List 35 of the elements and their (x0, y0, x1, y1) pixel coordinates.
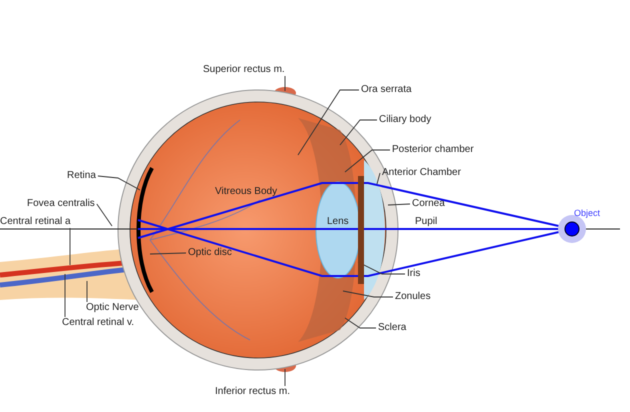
leader-line (284, 76, 286, 92)
part-label: Cornea (412, 198, 445, 209)
leader-line (96, 204, 112, 226)
part-label: Ciliary body (379, 114, 432, 125)
part-label: Anterior Chamber (382, 167, 461, 178)
iris-band (358, 176, 364, 284)
part-label: Central retinal a (0, 216, 71, 227)
part-label: Posterior chamber (392, 144, 474, 155)
region-label: Lens (327, 216, 349, 228)
part-label: Ora serrata (361, 84, 412, 95)
leader-line (86, 280, 88, 302)
leader-line (64, 274, 66, 318)
leader-line (298, 90, 360, 156)
part-label: Sclera (378, 322, 406, 333)
leader-line (97, 176, 140, 190)
part-label: Retina (67, 170, 96, 181)
part-label: Central retinal v. (62, 317, 134, 328)
part-label: Superior rectus m. (203, 64, 285, 75)
leader-line (344, 150, 390, 172)
leader-line (388, 204, 410, 206)
leader-line (342, 290, 394, 298)
region-label: Pupil (415, 216, 438, 228)
part-label: Iris (407, 268, 420, 279)
part-label: Optic Nerve (86, 302, 139, 313)
part-label: Fovea centralis (27, 198, 95, 209)
part-label: Inferior rectus m. (215, 386, 290, 397)
leader-line (340, 120, 378, 146)
object-label: Object (574, 207, 600, 219)
leader-line (376, 172, 380, 184)
part-label: Zonules (395, 291, 431, 302)
leader-line (284, 368, 286, 386)
leader-line (150, 252, 186, 254)
region-label: Vitreous Body (215, 186, 278, 198)
part-label: Optic disc (188, 247, 232, 258)
leader-line (344, 318, 376, 328)
